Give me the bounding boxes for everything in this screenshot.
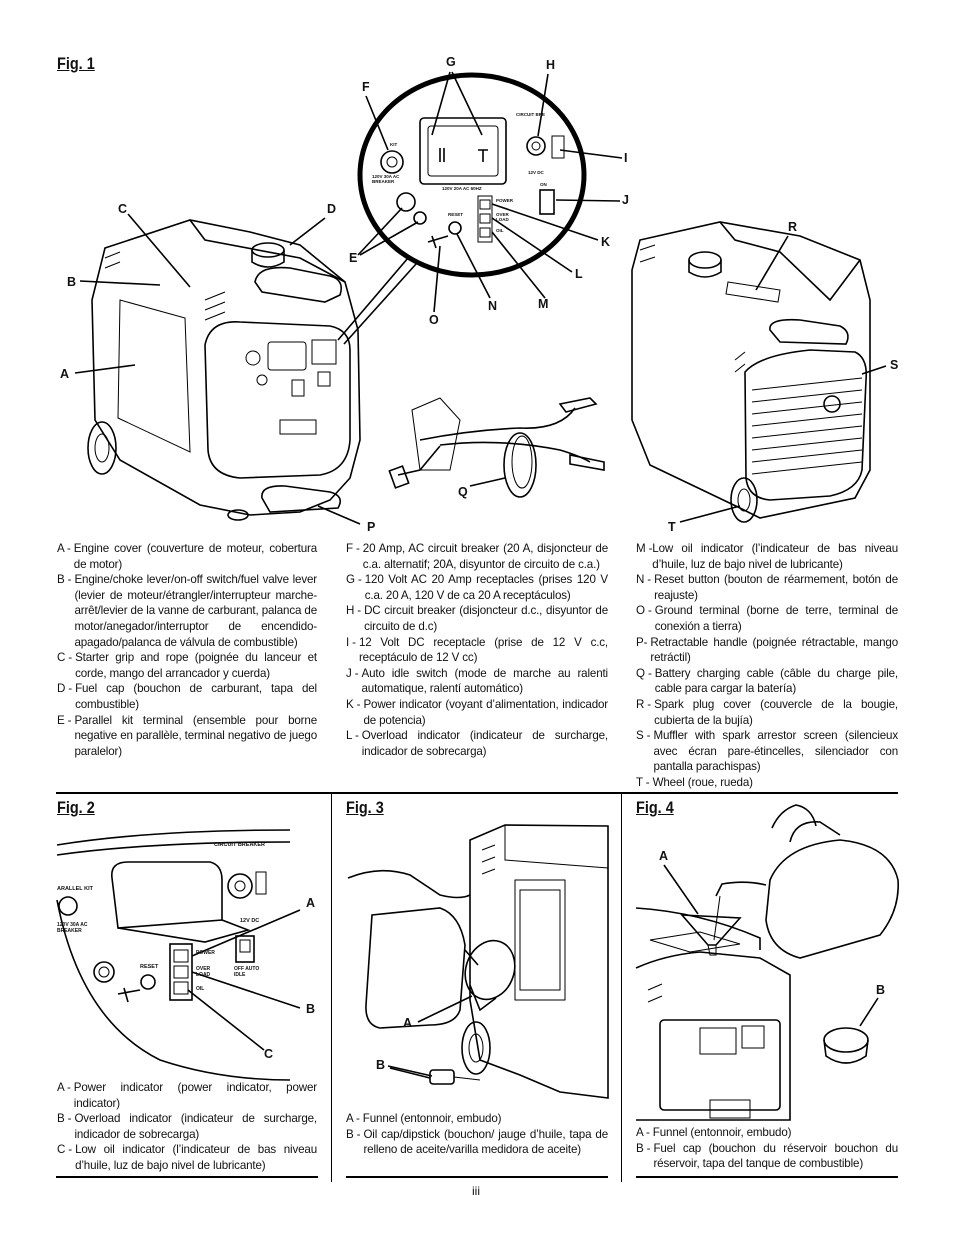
section-divider [56,792,898,794]
fig3-callout-a: A [403,1016,413,1030]
fig1-callout-f: F [362,80,370,94]
legend-item: B - Engine/choke lever/on-off switch/fue… [57,573,317,649]
fig2-label-reset: RESET [140,964,159,970]
fig1-callout-o: O [429,313,439,327]
column-divider-left [331,792,332,1182]
fig2-label-circuit-breaker: CIRCUIT BREAKER [214,842,266,848]
fig1-generator-rear-illustration [631,221,887,523]
fig2-label-dc: 12V DC [240,918,260,924]
fig1-callout-s: S [890,358,899,372]
fig2-title: Fig. 2 [57,798,95,817]
fig1-control-panel-inset [337,71,623,345]
fig2-callout-a: A [306,896,316,910]
fig1-callout-d: D [327,202,337,216]
fig2-label-auto-idle: OFF AUTO IDLE [234,966,260,978]
fig1-callout-q: Q [458,485,468,499]
fig2-label-oil: OIL [196,986,205,992]
legend-item: E - Parallel kit terminal (ensemble pour… [57,713,317,758]
legend-item: C - Starter grip and rope (poignée du la… [57,651,317,680]
legend-item: P- Retractable handle (poignée rétractab… [636,635,898,665]
fig4-title: Fig. 4 [636,798,674,817]
fig1-callout-c: C [118,202,128,216]
legend-item: Q - Battery charging cable (câble du cha… [636,666,898,696]
legend-item: A - Engine cover (couverture de moteur, … [57,542,317,571]
fig1-legend-column-1: A - Engine cover (couverture de moteur, … [57,541,317,759]
legend-item: H - DC circuit breaker (disjoncteur d.c.… [346,604,608,633]
fig4-callout-b: B [876,983,886,997]
fig1-label-on: ON [540,182,547,187]
fig3-legend: A - Funnel (entonnoir, embudo) B - Oil c… [346,1111,608,1158]
fig3-callout-b: B [376,1058,386,1072]
page-number: iii [472,1184,480,1198]
legend-item: L - Overload indicator (indicateur de su… [346,729,608,758]
legend-item: B - Oil cap/dipstick (bouchon/ jauge d’h… [346,1127,608,1157]
fig3-title: Fig. 3 [346,798,384,817]
fig1-callout-g: G [446,55,456,69]
fig1-callout-p: P [367,520,376,534]
fig1-callout-t: T [668,520,676,534]
legend-item: T - Wheel (roue, rueda) [636,775,753,789]
fig2-callout-c: C [264,1047,274,1061]
fig4-callout-a: A [659,849,669,863]
fig2-label-parallel-kit: ARALLEL KIT [57,886,93,892]
column-divider-right [621,792,622,1182]
legend-item: K - Power indicator (voyant d’alimentati… [346,697,608,727]
fig1-callout-e: E [349,251,358,265]
fig2-label-overload: OVER LOAD [196,966,211,978]
fig1-label-kit: KIT [390,142,398,147]
fig1-label-circuit-breaker: CIRCUIT BRE [516,112,545,117]
fig1-callout-h: H [546,58,556,72]
legend-item: A - Power indicator (power indicator, po… [57,1081,317,1110]
fig1-label-oil: OIL [496,228,504,233]
legend-item: A - Funnel (entonnoir, embudo) [636,1126,792,1139]
fig1-callout-n: N [488,299,498,313]
legend-item: M -Low oil indicator (l’indicateur de ba… [636,542,898,571]
legend-item: D - Fuel cap (bouchon de carburant, tapa… [57,682,317,711]
legend-item: B - Fuel cap (bouchon du réservoir bouch… [636,1141,898,1171]
fig1-title: Fig. 1 [57,54,95,73]
fig1-legend-column-2: F - 20 Amp, AC circuit breaker (20 A, di… [346,541,608,759]
fig2-callout-b: B [306,1002,316,1016]
legend-item: B - Overload indicator (indicateur de su… [57,1112,317,1141]
legend-item: O - Ground terminal (borne de terre, ter… [636,604,898,633]
fig4-bottom-rule [636,1176,898,1178]
fig2-label-power: POWER [196,950,215,956]
legend-item: C - Low oil indicator (l’indicateur de b… [57,1143,317,1172]
fig1-legend-column-3: M -Low oil indicator (l’indicateur de ba… [636,541,898,791]
fig1-label-dc: 12V DC [528,170,544,175]
legend-item: A - Funnel (entonnoir, embudo) [346,1112,502,1125]
fig4-legend: A - Funnel (entonnoir, embudo) B - Fuel … [636,1125,898,1172]
fig1-label-power: POWER [496,198,514,203]
fig1-generator-front-illustration [74,213,361,525]
legend-item: I - 12 Volt DC receptacle (prise de 12 V… [346,635,608,665]
fig1-battery-cable-illustration [388,397,605,498]
legend-item: F - 20 Amp, AC circuit breaker (20 A, di… [346,542,608,571]
fig1-callout-k: K [601,235,611,249]
fig1-callout-i: I [624,151,628,165]
legend-item: G - 120 Volt AC 20 Amp receptacles (pris… [346,573,608,602]
fig1-callout-l: L [575,267,583,281]
fig1-callout-j: J [622,193,629,207]
fig1-label-overload: OVER LOAD [496,212,509,222]
fig2-legend: A - Power indicator (power indicator, po… [57,1080,317,1174]
legend-item: S - Muffler with spark arrestor screen (… [636,729,898,774]
legend-item: R - Spark plug cover (couvercle de la bo… [636,697,898,727]
legend-item: J - Auto idle switch (mode de marche au … [346,666,608,696]
fig1-callout-m: M [538,297,549,311]
fig1-callout-r: R [788,220,798,234]
legend-item: N - Reset button (bouton de réarmement, … [636,573,898,602]
fig2-label-breaker: 120V 30A AC BREAKER [57,922,88,934]
fig3-bottom-rule [346,1176,608,1178]
fig2-bottom-rule [56,1176,318,1178]
fig1-callout-b: B [67,275,77,289]
fig1-callout-a: A [60,367,70,381]
fig1-label-receptacle: 120V 20A AC 60HZ [442,186,482,191]
fig1-label-reset: RESET [448,212,464,217]
fig1-label-breaker: 120V 30A AC BREAKER [372,174,400,184]
